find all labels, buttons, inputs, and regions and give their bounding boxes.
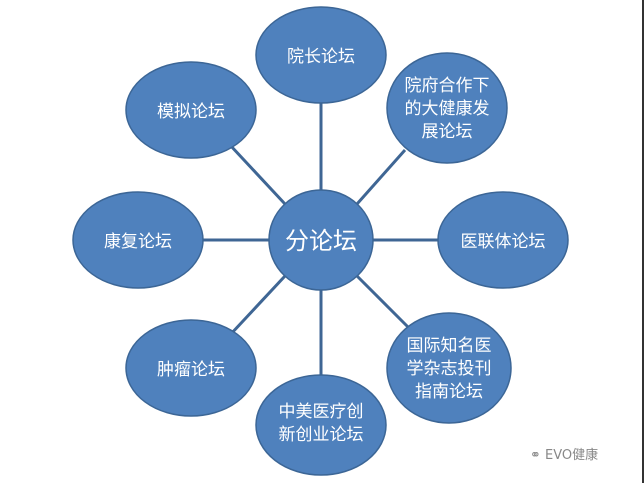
connector <box>228 274 287 337</box>
node-label: 学杂志投刊 <box>407 359 492 379</box>
node-label: 新创业论坛 <box>279 425 364 445</box>
watermark-text: EVO健康 <box>545 448 599 463</box>
wechat-icon: ⚭ <box>530 448 541 463</box>
node-oncology-forum: 肿瘤论坛 <box>125 319 257 417</box>
node-label: 展论坛 <box>422 122 473 142</box>
node-label: 肿瘤论坛 <box>157 360 225 380</box>
node-journal-forum: 国际知名医 学杂志投刊 指南论坛 <box>386 312 512 424</box>
center-label: 分论坛 <box>285 227 357 255</box>
node-health-development-forum: 院府合作下 的大健康发 展论坛 <box>386 52 508 164</box>
node-label: 的大健康发 <box>405 99 490 119</box>
node-label: 中美医疗创 <box>279 402 364 422</box>
node-president-forum: 院长论坛 <box>255 6 387 104</box>
center-node: 分论坛 <box>268 189 374 291</box>
node-simulation-forum: 模拟论坛 <box>125 61 257 159</box>
node-label: 国际知名医 <box>407 336 492 356</box>
node-label: 院府合作下 <box>405 76 490 96</box>
node-label: 指南论坛 <box>415 382 483 402</box>
connector <box>355 274 410 329</box>
node-label: 医联体论坛 <box>461 232 546 252</box>
right-border <box>642 0 644 483</box>
connectors <box>203 103 438 375</box>
connector <box>355 149 407 205</box>
node-label: 模拟论坛 <box>157 102 225 122</box>
node-rehabilitation-forum: 康复论坛 <box>72 191 204 289</box>
connector <box>228 143 287 206</box>
node-label: 康复论坛 <box>104 232 172 252</box>
watermark: ⚭ EVO健康 <box>530 444 598 463</box>
node-innovation-forum: 中美医疗创 新创业论坛 <box>255 374 387 476</box>
node-medical-alliance-forum: 医联体论坛 <box>437 191 569 289</box>
node-label: 院长论坛 <box>287 47 355 67</box>
